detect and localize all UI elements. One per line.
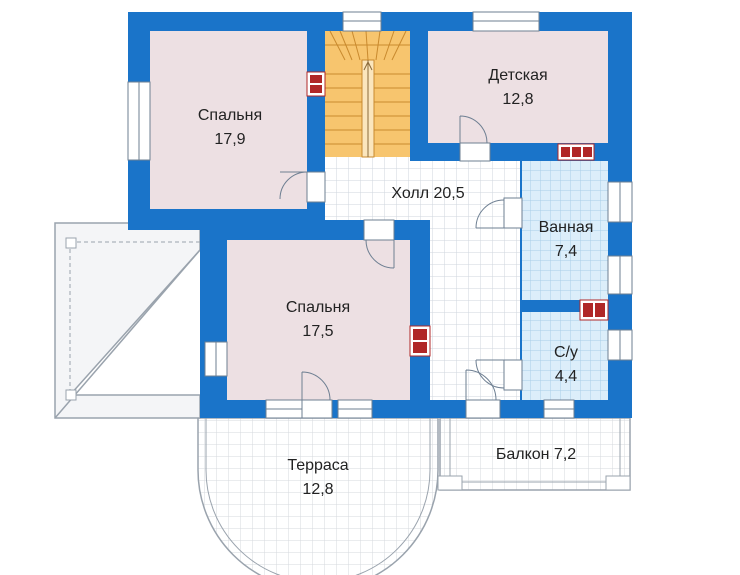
- kids-room-name: Детская: [488, 67, 547, 84]
- staircase: [325, 30, 410, 158]
- balcony-floor: [439, 417, 631, 491]
- bath-floor: [522, 161, 608, 300]
- balcony-label: Балкон 7,2: [496, 446, 576, 463]
- bedroom-top-name: Спальня: [198, 107, 262, 124]
- bedroom-top-area: 17,9: [214, 131, 245, 148]
- windows: [127, 11, 633, 419]
- wc-area: 4,4: [555, 368, 577, 385]
- bedroom-mid-name: Спальня: [286, 299, 350, 316]
- kids-room-floor: [428, 31, 608, 143]
- terrace-railing: [205, 418, 431, 575]
- vent-ducts: [306, 71, 609, 357]
- bedroom-top-floor: [150, 31, 307, 209]
- hall-floor: [325, 157, 520, 400]
- terrace-area: 12,8: [302, 481, 333, 498]
- bedroom-mid-floor: [227, 240, 410, 400]
- bath-name: Ванная: [539, 219, 594, 236]
- wc-floor: [522, 312, 608, 400]
- hall-label: Холл 20,5: [391, 185, 464, 202]
- terrace-floor: [197, 417, 439, 575]
- bath-area: 7,4: [555, 243, 577, 260]
- bedroom-mid-area: 17,5: [302, 323, 333, 340]
- doors: [279, 115, 523, 419]
- kids-room-area: 12,8: [502, 91, 533, 108]
- porch-roof: [54, 222, 201, 419]
- terrace-name: Терраса: [287, 457, 348, 474]
- wc-name: С/у: [554, 344, 578, 361]
